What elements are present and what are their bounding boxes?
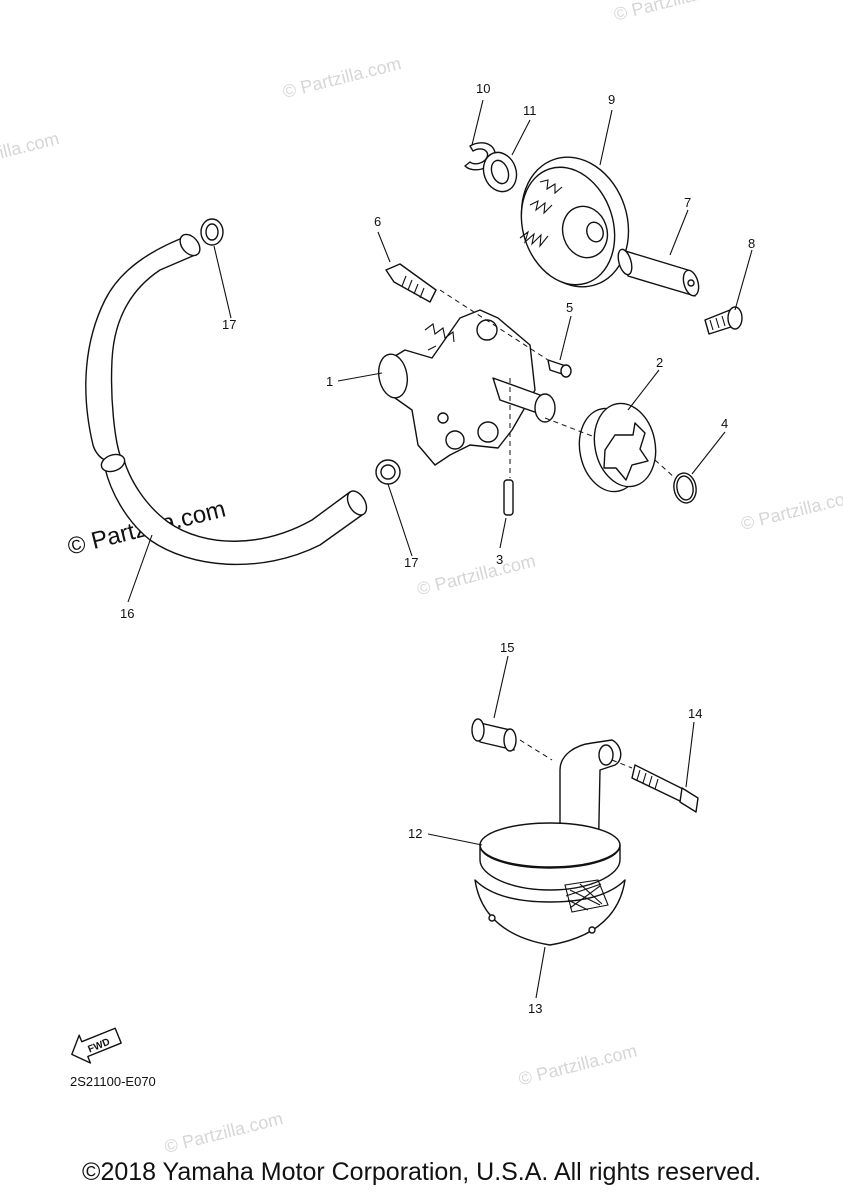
watermark: © Partzilla.com <box>281 53 404 102</box>
callout-14: 14 <box>688 706 702 721</box>
diagram-code: 2S21100-E070 <box>70 1074 156 1089</box>
callouts: 10 11 9 6 7 8 5 1 2 4 17 17 16 3 15 14 1… <box>120 81 755 1016</box>
washer[interactable] <box>478 148 522 197</box>
screw[interactable] <box>704 306 743 335</box>
oil-strainer[interactable] <box>474 739 626 946</box>
watermark: © Partzilla.com <box>612 0 735 25</box>
fwd-arrow-icon: FWD <box>71 1027 122 1064</box>
o-ring[interactable] <box>672 471 699 504</box>
callout-16: 16 <box>120 606 134 621</box>
callout-12: 12 <box>408 826 422 841</box>
shaft[interactable] <box>616 248 702 298</box>
strainer-bolt[interactable] <box>631 764 699 813</box>
callout-3: 3 <box>496 552 503 567</box>
callout-2: 2 <box>656 355 663 370</box>
collar[interactable] <box>471 718 517 752</box>
watermark: © Partzilla.com <box>415 551 538 600</box>
callout-8: 8 <box>748 236 755 251</box>
oil-pump-body[interactable] <box>375 309 556 466</box>
pump-bolt[interactable] <box>385 263 437 303</box>
watermark: © Partzilla.com <box>739 485 843 534</box>
callout-13: 13 <box>528 1001 542 1016</box>
pin[interactable] <box>503 479 514 516</box>
callout-9: 9 <box>608 92 615 107</box>
watermark: © Partzilla.com <box>517 1041 640 1090</box>
callout-10: 10 <box>476 81 490 96</box>
callout-7: 7 <box>684 195 691 210</box>
leader-lines <box>127 99 753 999</box>
watermark: © Partzilla.com <box>162 1108 285 1157</box>
hose-clamp-lower[interactable] <box>375 459 401 485</box>
callout-5: 5 <box>566 300 573 315</box>
callout-15: 15 <box>500 640 514 655</box>
dowel-pin[interactable] <box>547 359 572 378</box>
driven-gear[interactable] <box>505 143 645 301</box>
hose-clamp-upper[interactable] <box>200 218 224 246</box>
callout-17-lower: 17 <box>404 555 418 570</box>
oil-hose[interactable] <box>85 231 371 566</box>
rotor-assembly[interactable] <box>572 398 663 498</box>
callout-1: 1 <box>326 374 333 389</box>
callout-17-upper: 17 <box>222 317 236 332</box>
watermark: © Partzilla.com <box>0 128 61 177</box>
copyright-notice: ©2018 Yamaha Motor Corporation, U.S.A. A… <box>82 1158 761 1186</box>
callout-4: 4 <box>721 416 728 431</box>
callout-11: 11 <box>523 103 537 118</box>
callout-6: 6 <box>374 214 381 229</box>
